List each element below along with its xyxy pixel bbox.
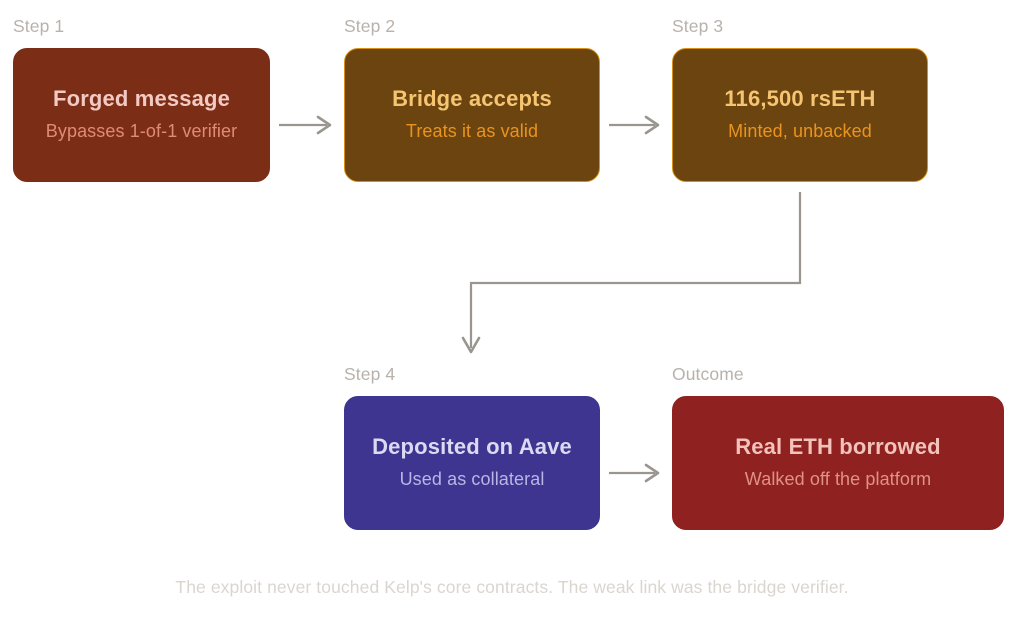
node-group-step2: Step 2 Bridge accepts Treats it as valid [344,16,600,182]
connector-step2-to-step3 [609,115,660,135]
connector-step1-to-step2 [279,115,332,135]
step-label-step3: Step 3 [672,16,724,36]
node-group-step1: Step 1 Forged message Bypasses 1-of-1 ve… [13,16,270,182]
node-title-step4: Deposited on Aave [372,434,572,460]
step-label-outcome: Outcome [672,364,744,384]
node-title-step2: Bridge accepts [392,86,552,112]
node-box-step1[interactable]: Forged message Bypasses 1-of-1 verifier [13,47,270,182]
node-box-step4[interactable]: Deposited on Aave Used as collateral [344,395,600,530]
step-label-step4: Step 4 [344,364,396,384]
node-subtitle-step3: Minted, unbacked [728,121,872,142]
node-title-step3: 116,500 rsETH [724,86,876,112]
node-box-step2[interactable]: Bridge accepts Treats it as valid [344,47,600,182]
node-group-step3: Step 3 116,500 rsETH Minted, unbacked [672,16,928,182]
node-subtitle-step4: Used as collateral [399,469,545,490]
node-subtitle-step2: Treats it as valid [405,121,539,142]
diagram-caption: The exploit never touched Kelp's core co… [175,577,849,597]
node-title-step1: Forged message [53,86,230,112]
node-group-outcome: Outcome Real ETH borrowed Walked off the… [672,364,1004,530]
step-label-step1: Step 1 [13,16,65,36]
step-label-step2: Step 2 [344,16,396,36]
node-box-outcome[interactable]: Real ETH borrowed Walked off the platfor… [672,395,1004,530]
node-subtitle-step1: Bypasses 1-of-1 verifier [45,121,238,142]
node-box-step3[interactable]: 116,500 rsETH Minted, unbacked [672,47,928,182]
node-title-outcome: Real ETH borrowed [735,434,941,460]
node-subtitle-outcome: Walked off the platform [744,469,932,490]
connector-step3-to-step4 [461,192,802,354]
connector-step4-to-outcome [609,463,660,483]
node-group-step4: Step 4 Deposited on Aave Used as collate… [344,364,600,530]
